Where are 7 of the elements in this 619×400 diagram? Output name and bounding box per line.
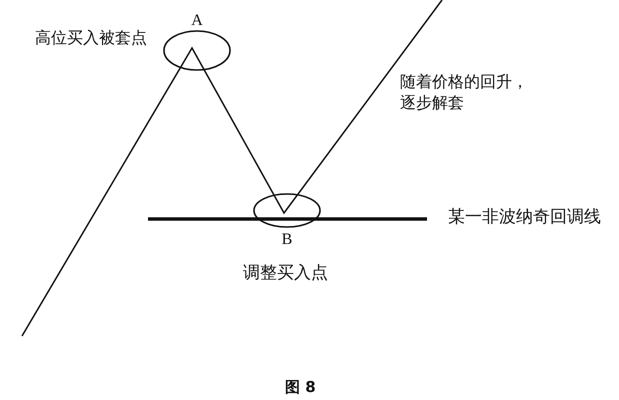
point-label: A xyxy=(191,12,203,30)
annotation-text: 高位买入被套点 xyxy=(35,28,147,48)
figure-caption: 图 8 xyxy=(285,378,316,396)
annotation-text: 某一非波纳奇回调线 xyxy=(448,207,601,227)
annotation-text: 调整买入点 xyxy=(243,263,328,283)
point-label: B xyxy=(282,231,292,249)
annotation-text: 随着价格的回升，逐步解套 xyxy=(400,71,529,113)
